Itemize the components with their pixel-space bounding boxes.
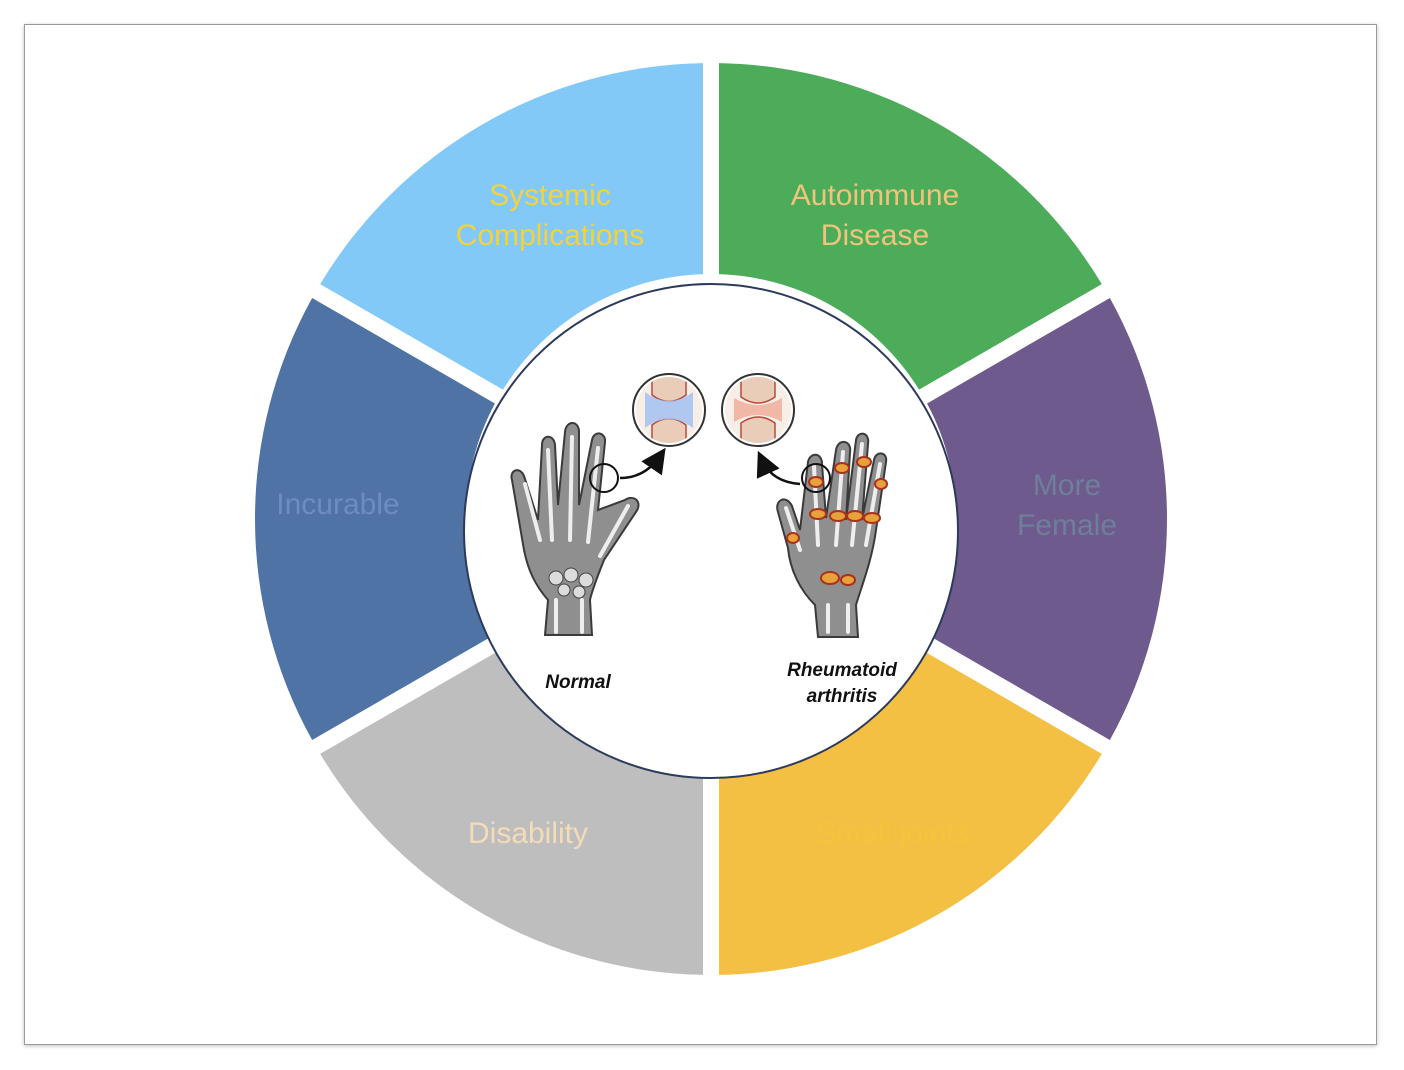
- segment-label-small-joints: Small joints: [816, 817, 969, 850]
- ra-label-line2: arthritis: [807, 686, 878, 707]
- segment-autoimmune: [927, 297, 1167, 741]
- segments-layer: [254, 63, 1167, 975]
- segment-label-female: Female: [1017, 509, 1117, 542]
- center-circle: [463, 283, 959, 779]
- segment-disability: [254, 297, 495, 741]
- segment-label-systemic: Systemic: [489, 179, 611, 212]
- segment-label-autoimmune: Disease: [821, 219, 929, 252]
- segment-label-disability: Disability: [468, 817, 588, 850]
- segment-label-female: More: [1033, 469, 1101, 502]
- segment-female: [718, 648, 1102, 975]
- segment-label-autoimmune: Autoimmune: [791, 179, 959, 212]
- segment-small-joints: [320, 648, 704, 975]
- segment-incurable: [320, 63, 704, 390]
- normal-hand-illustration: [510, 373, 706, 636]
- segment-label-systemic: Complications: [456, 219, 644, 252]
- normal-label: Normal: [545, 672, 611, 693]
- ra-label-line1: Rheumatoid: [787, 660, 897, 681]
- ra-hand-illustration: [721, 373, 888, 638]
- segment-label-incurable: Incurable: [276, 488, 399, 521]
- segment-systemic: [718, 63, 1102, 390]
